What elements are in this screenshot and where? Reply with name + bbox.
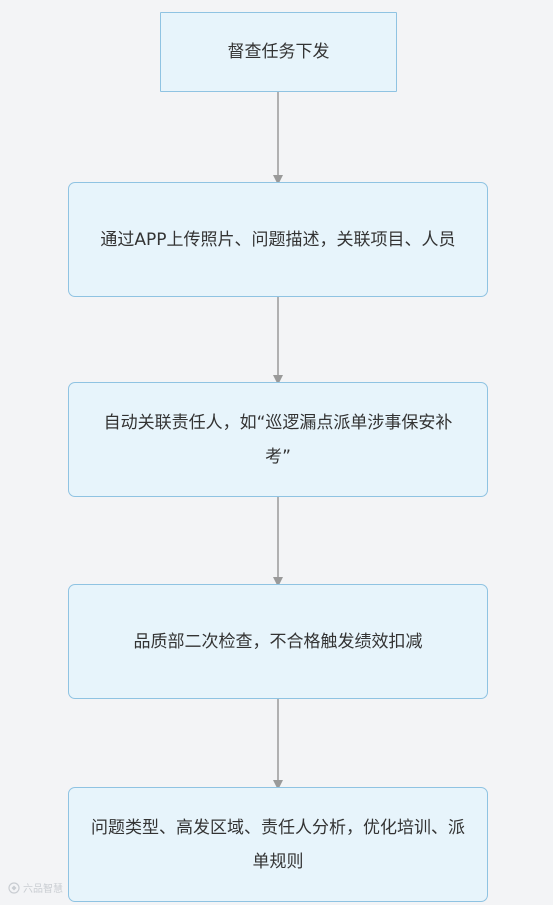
step-1-label: 督查任务下发 xyxy=(227,42,330,62)
step-3-node: 自动关联责任人，如“巡逻漏点派单涉事保安补考” xyxy=(68,382,488,497)
step-3-label: 自动关联责任人，如“巡逻漏点派单涉事保安补考” xyxy=(103,412,453,467)
step-2-label: 通过APP上传照片、问题描述，关联项目、人员 xyxy=(100,229,456,250)
step-2-node: 通过APP上传照片、问题描述，关联项目、人员 xyxy=(68,182,488,297)
watermark: 六品智慧 xyxy=(8,880,63,895)
step-1-node: 督查任务下发 xyxy=(160,12,397,92)
step-5-label: 问题类型、高发区域、责任人分析，优化培训、派单规则 xyxy=(91,817,465,872)
step-4-label: 品质部二次检查，不合格触发绩效扣减 xyxy=(133,631,423,652)
watermark-text: 六品智慧 xyxy=(23,884,63,895)
step-5-node: 问题类型、高发区域、责任人分析，优化培训、派单规则 xyxy=(68,787,488,902)
step-4-node: 品质部二次检查，不合格触发绩效扣减 xyxy=(68,584,488,699)
watermark-logo-icon xyxy=(8,881,20,894)
